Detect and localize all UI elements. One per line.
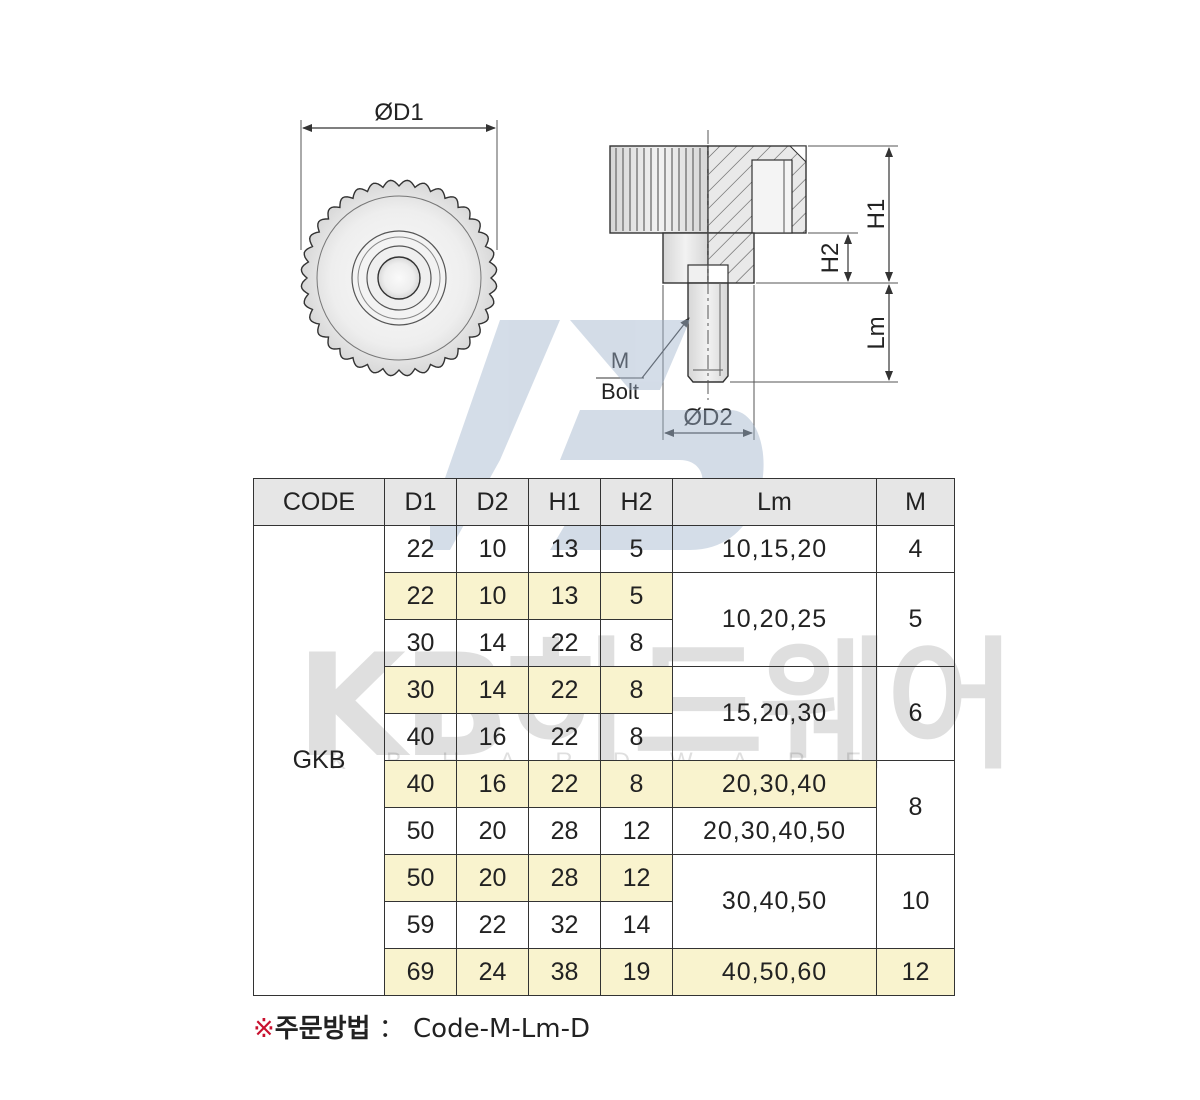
spec-table: CODE D1 D2 H1 H2 Lm M GKB 22 10 13 5 10,… — [253, 478, 955, 996]
order-method-note: ※주문방법 ： Code-M-Lm-D — [253, 1008, 590, 1045]
h1-cell: 13 — [528, 525, 601, 573]
h2-cell: 8 — [600, 760, 673, 808]
d1-cell: 30 — [384, 666, 457, 714]
d2-cell: 22 — [456, 901, 529, 949]
lm-cell: 20,30,40 — [672, 760, 877, 808]
h1-cell: 22 — [528, 760, 601, 808]
reference-mark-icon: ※ — [253, 1014, 275, 1044]
lm-cell: 15,20,30 — [672, 666, 877, 761]
d1-cell: 22 — [384, 572, 457, 620]
d1-dimension-label: ØD1 — [374, 99, 423, 126]
table-row: 30 14 22 8 15,20,30 6 — [254, 666, 955, 761]
h2-cell: 12 — [600, 854, 673, 902]
d1-cell: 50 — [384, 807, 457, 855]
h2-cell: 8 — [600, 619, 673, 667]
h2-cell: 8 — [600, 713, 673, 761]
table-row: 22 10 13 5 10,20,25 5 — [254, 572, 955, 667]
table-header-row: CODE D1 D2 H1 H2 Lm M — [253, 478, 955, 526]
table-row: 40 16 22 8 20,30,40 8 — [254, 760, 955, 855]
header-h2: H2 — [600, 478, 673, 526]
m-cell: 6 — [876, 666, 955, 761]
d1-cell: 40 — [384, 713, 457, 761]
h1-cell: 28 — [528, 807, 601, 855]
header-d2: D2 — [456, 478, 529, 526]
d2-cell: 16 — [456, 760, 529, 808]
header-h1: H1 — [528, 478, 601, 526]
table-row: 30 14 22 8 — [254, 619, 955, 667]
bolt-label: Bolt — [601, 379, 639, 404]
d2-dimension-label: ØD2 — [683, 404, 732, 431]
h2-cell: 8 — [600, 666, 673, 714]
d2-cell: 16 — [456, 713, 529, 761]
h1-cell: 28 — [528, 854, 601, 902]
h2-cell: 12 — [600, 807, 673, 855]
d2-cell: 14 — [456, 619, 529, 667]
table-row: 50 20 28 12 30,40,50 10 — [254, 854, 955, 949]
d2-cell: 20 — [456, 854, 529, 902]
lm-dimension-label: Lm — [863, 316, 890, 349]
order-separator: ： — [378, 1014, 405, 1044]
d2-cell: 14 — [456, 666, 529, 714]
h1-cell: 32 — [528, 901, 601, 949]
d1-cell: 40 — [384, 760, 457, 808]
h2-cell: 5 — [600, 572, 673, 620]
d2-cell: 24 — [456, 948, 529, 996]
order-format: Code-M-Lm-D — [413, 1014, 591, 1044]
h1-cell: 22 — [528, 713, 601, 761]
m-cell: 8 — [876, 760, 955, 855]
d1-cell: 69 — [384, 948, 457, 996]
lm-cell: 30,40,50 — [672, 854, 877, 949]
order-method-label: 주문방법 — [274, 1014, 371, 1044]
d1-cell: 50 — [384, 854, 457, 902]
header-d1: D1 — [384, 478, 457, 526]
bolt-m-label: M — [611, 348, 629, 373]
lm-cell: 10,15,20 — [672, 525, 877, 573]
h1-cell: 13 — [528, 572, 601, 620]
d1-cell: 30 — [384, 619, 457, 667]
lm-cell: 10,20,25 — [672, 572, 877, 667]
front-view: ØD1 — [300, 99, 498, 377]
d1-cell: 59 — [384, 901, 457, 949]
m-cell: 4 — [876, 525, 955, 573]
h2-cell: 14 — [600, 901, 673, 949]
h1-cell: 38 — [528, 948, 601, 996]
code-cell: GKB — [253, 525, 385, 996]
m-cell: 12 — [876, 948, 955, 996]
knurl-lines — [615, 148, 701, 231]
h2-cell: 5 — [600, 525, 673, 573]
table-row: 69 24 38 19 40,50,60 12 — [254, 948, 955, 996]
h1-cell: 22 — [528, 619, 601, 667]
header-m: M — [876, 478, 955, 526]
h1-cell: 22 — [528, 666, 601, 714]
d1-cell: 22 — [384, 525, 457, 573]
h1-dimension-label: H1 — [863, 199, 890, 230]
m-cell: 5 — [876, 572, 955, 667]
m-cell: 10 — [876, 854, 955, 949]
h2-cell: 19 — [600, 948, 673, 996]
header-code: CODE — [253, 478, 385, 526]
d2-cell: 10 — [456, 572, 529, 620]
table-row: GKB 22 10 13 5 10,15,20 4 — [253, 525, 955, 996]
header-lm: Lm — [672, 478, 877, 526]
h2-dimension-label: H2 — [817, 243, 844, 274]
side-view: H1 H2 Lm ØD2 M Bolt — [596, 130, 898, 440]
d2-cell: 10 — [456, 525, 529, 573]
lm-cell: 40,50,60 — [672, 948, 877, 996]
technical-drawing: ØD1 H1 — [300, 99, 898, 440]
table-row: 50 20 28 12 20,30,40,50 — [254, 807, 955, 855]
d2-cell: 20 — [456, 807, 529, 855]
lm-cell: 20,30,40,50 — [672, 807, 877, 855]
